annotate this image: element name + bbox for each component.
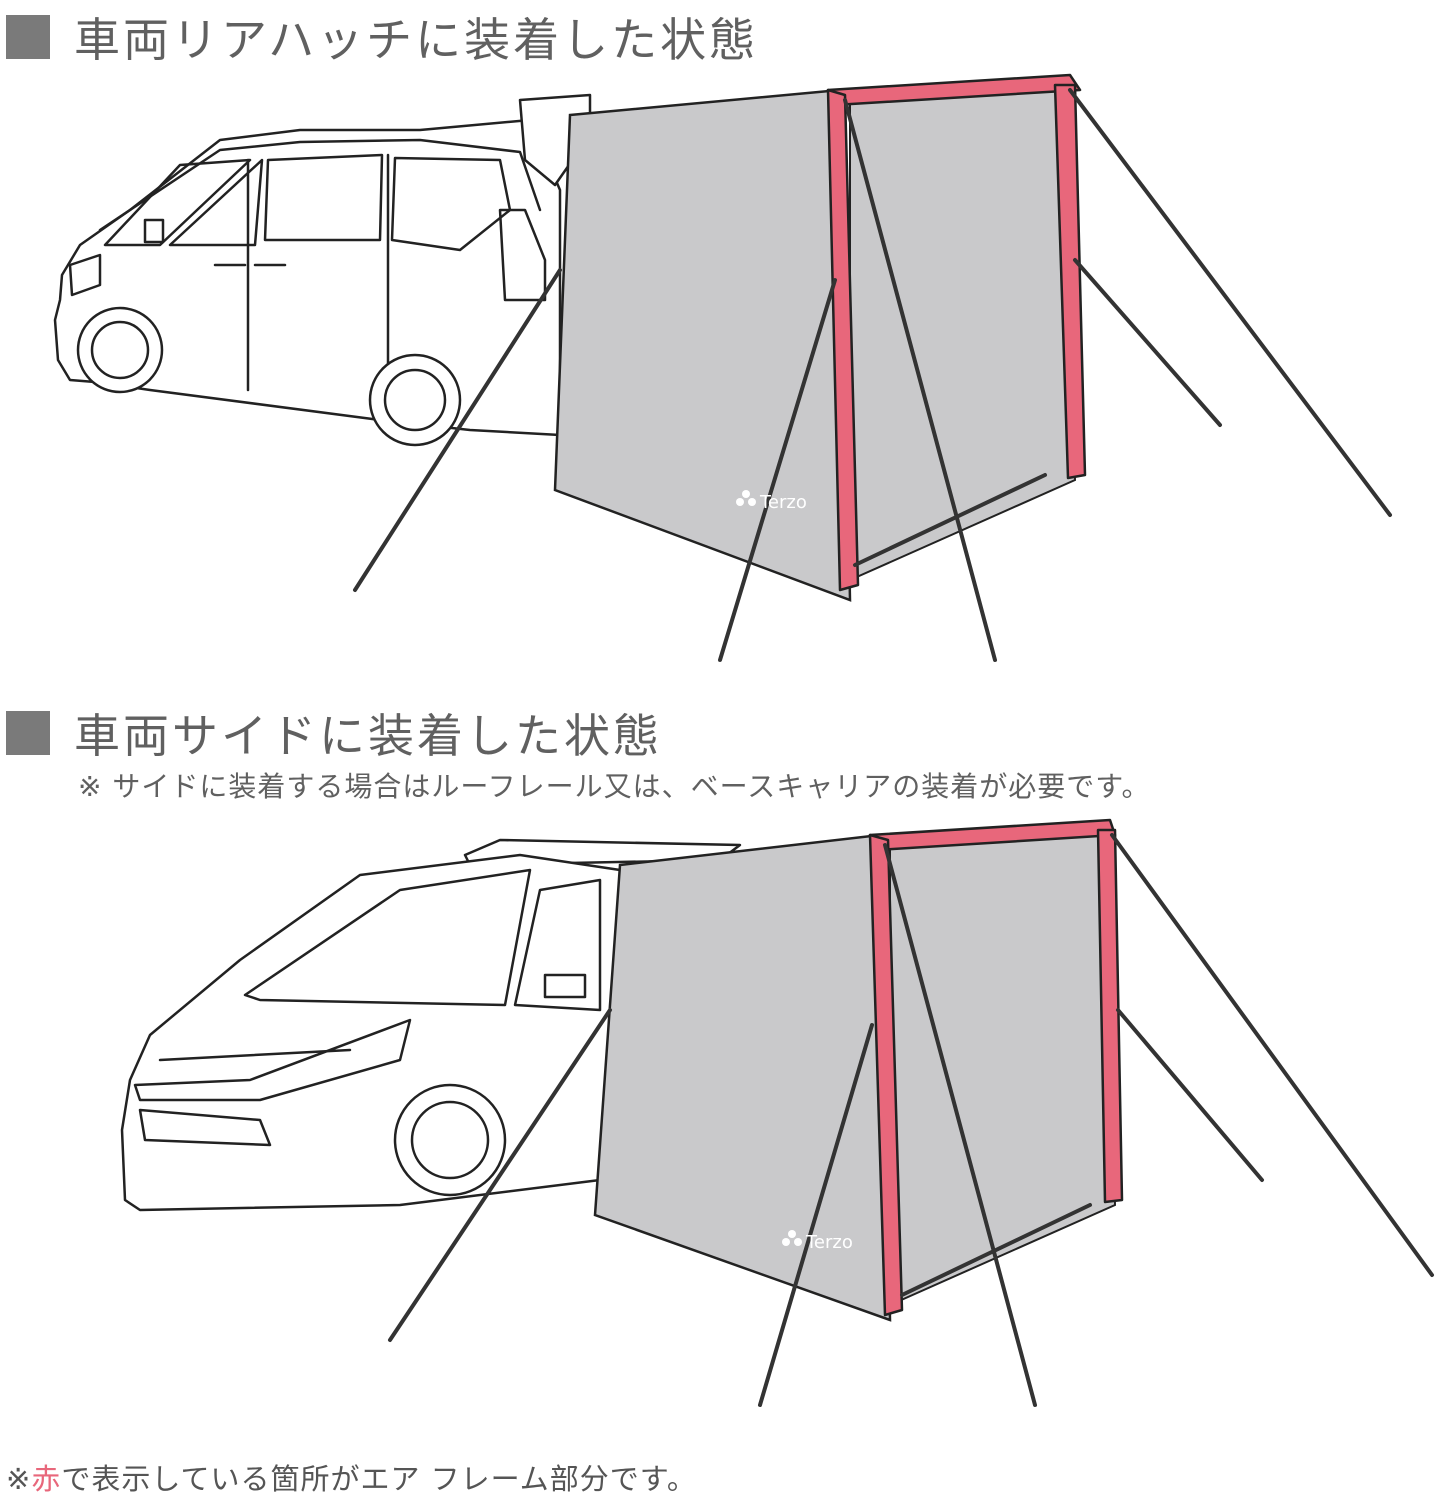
heading-square-icon	[6, 15, 50, 59]
terzo-logo-icon: Terzo	[736, 490, 807, 513]
air-frame	[868, 818, 1124, 1317]
section1-heading: 車両リアハッチに装着した状態	[6, 4, 758, 70]
heading-square-icon	[6, 711, 50, 755]
tent-side-panel	[553, 88, 852, 602]
rear-hatch-illustration: Terzo	[53, 73, 1392, 662]
footer-highlight: 赤	[31, 1462, 62, 1496]
section2-title: 車両サイドに装着した状態	[74, 709, 662, 763]
section2-note: ※ サイドに装着する場合はルーフレール又は、ベースキャリアの装着が必要です。	[78, 770, 1151, 803]
side-illustration: Terzo	[120, 818, 1434, 1407]
section2-heading: 車両サイドに装着した状態	[6, 700, 662, 766]
air-frame	[826, 73, 1087, 592]
logo-text: Terzo	[759, 492, 807, 513]
footer-prefix: ※	[6, 1462, 32, 1496]
section1-title: 車両リアハッチに装着した状態	[74, 13, 759, 67]
tent-back-panel	[889, 823, 1117, 1307]
logo-text: Terzo	[805, 1232, 853, 1253]
tent-back-panel	[849, 78, 1077, 582]
footer-note: ※赤で表示している箇所がエア フレーム部分です。	[6, 1456, 697, 1498]
footer-suffix: で表示している箇所がエア フレーム部分です。	[61, 1462, 697, 1496]
terzo-logo-icon: Terzo	[782, 1230, 853, 1253]
tent-side-panel	[593, 833, 892, 1322]
